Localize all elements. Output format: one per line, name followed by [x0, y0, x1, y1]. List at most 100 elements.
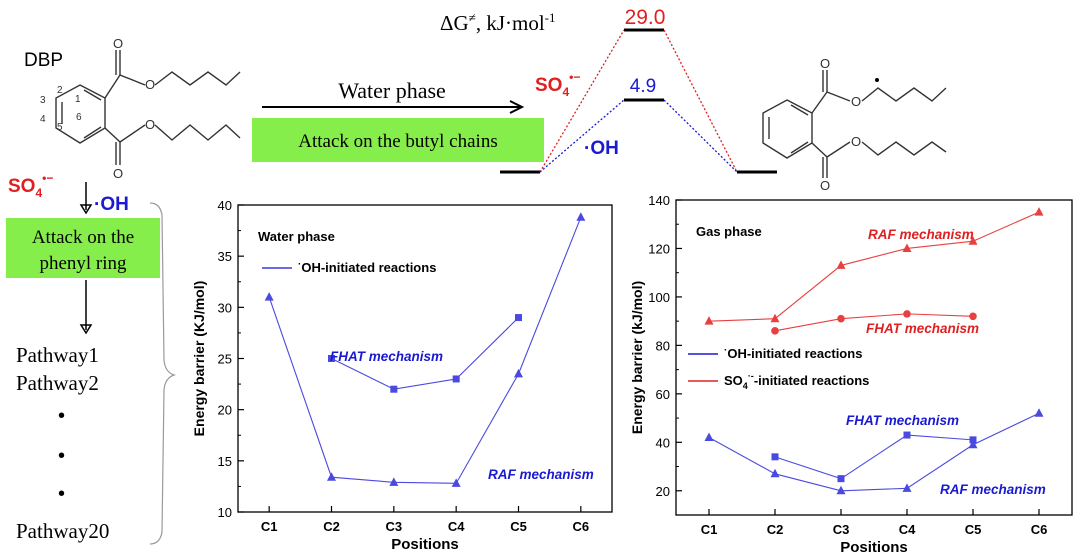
x-tick-label: C3 [386, 519, 403, 534]
mechanism-annotation: FHAT mechanism [866, 321, 979, 336]
data-point-circle [837, 314, 845, 323]
data-point-triangle [576, 212, 586, 221]
y-tick-label: 40 [218, 198, 232, 213]
phenyl-attack-label: phenyl ring [39, 253, 127, 274]
pathway-label: Pathway1 [16, 343, 99, 367]
oxygen-label: O [113, 36, 123, 51]
ellipsis-dot: • [58, 445, 65, 467]
legend-label: ·OH-initiated reactions [298, 259, 436, 275]
ellipsis-dot: • [58, 483, 65, 505]
data-point-triangle [514, 368, 523, 378]
data-point-triangle [836, 485, 846, 495]
data-point-square [452, 375, 460, 383]
x-tick-label: C6 [1031, 522, 1048, 537]
y-tick-label: 15 [218, 454, 232, 469]
x-tick-label: C1 [261, 519, 278, 534]
arrow-head [79, 324, 93, 335]
x-tick-label: C4 [448, 519, 465, 534]
oh-radical-label: ·OH [94, 194, 129, 215]
ellipsis-dot: • [58, 405, 65, 427]
oxygen-label: O [820, 56, 830, 71]
oh-barrier-value: 4.9 [630, 76, 656, 97]
ring-number: 4 [40, 114, 46, 125]
mechanism-annotation: RAF mechanism [940, 482, 1046, 497]
data-point-square [328, 355, 335, 362]
y-tick-label: 40 [656, 435, 670, 450]
arrow-head [509, 100, 525, 114]
series-line [331, 317, 519, 390]
ring-number: 2 [57, 85, 63, 96]
x-tick-label: C4 [899, 522, 916, 537]
so4-radical-label: SO4•− [8, 171, 53, 200]
so4-radical-label: SO4•− [535, 70, 580, 99]
y-tick-label: 30 [218, 300, 232, 315]
oxygen-label: O [820, 178, 830, 193]
data-point-circle [903, 310, 911, 318]
radical-dot [875, 78, 879, 82]
oxygen-label: O [851, 94, 861, 109]
dg-label: ΔG≠, kJ·mol-1 [440, 10, 556, 35]
oh-path [539, 99, 738, 173]
water-phase-label: Water phase [338, 78, 446, 103]
dbp-structure [55, 50, 241, 165]
x-axis-label: Positions [391, 536, 459, 553]
ring-number: 3 [40, 95, 46, 106]
product-structure [762, 70, 947, 178]
ring-number: 6 [76, 112, 82, 123]
chart-title: Water phase [258, 229, 335, 244]
mechanism-annotation: FHAT mechanism [330, 349, 443, 364]
oh-radical-label: ·OH [584, 138, 619, 159]
mechanism-annotation: RAF mechanism [868, 227, 974, 242]
data-point-triangle [451, 478, 461, 487]
legend-label: SO4·--initiated reactions [724, 371, 869, 391]
oxygen-label: O [113, 166, 123, 181]
bracket [149, 202, 176, 545]
data-point-circle [771, 327, 779, 335]
data-point-triangle [770, 313, 780, 323]
x-tick-label: C2 [767, 522, 784, 537]
y-tick-label: 20 [656, 484, 670, 499]
pathway-label: Pathway2 [16, 371, 99, 395]
y-tick-label: 10 [218, 505, 232, 520]
data-point-circle [969, 312, 977, 321]
data-point-square [390, 385, 398, 393]
data-point-triangle [902, 483, 912, 492]
butyl-attack-label: Attack on the butyl chains [298, 131, 497, 152]
x-tick-label: C5 [965, 522, 982, 537]
phenyl-attack-box [6, 218, 160, 278]
arrow-head [79, 204, 93, 215]
plot-frame [675, 199, 1073, 516]
y-axis-label: Energy barrier (KJ/mol) [191, 281, 207, 437]
data-point-triangle [968, 439, 978, 449]
x-tick-label: C3 [833, 522, 850, 537]
so4-barrier-value: 29.0 [625, 6, 666, 29]
y-tick-label: 20 [218, 403, 232, 418]
oxygen-label: O [851, 134, 861, 149]
y-tick-label: 60 [656, 387, 670, 402]
y-tick-label: 120 [648, 241, 670, 256]
oxygen-label: O [145, 77, 155, 92]
data-point-triangle [902, 243, 912, 252]
data-point-triangle [1034, 207, 1044, 216]
data-point-triangle [1034, 408, 1044, 417]
data-point-triangle [704, 316, 714, 325]
pathway-label: Pathway20 [16, 519, 109, 543]
data-point-triangle [389, 477, 399, 486]
oxygen-label: O [145, 117, 155, 132]
x-tick-label: C2 [323, 519, 340, 534]
data-point-triangle [968, 236, 978, 245]
x-tick-label: C5 [510, 519, 527, 534]
ring-number: 1 [75, 94, 81, 105]
data-point-square [837, 475, 845, 483]
y-axis-label: Energy barrier (kJ/mol) [629, 281, 645, 434]
y-tick-label: 35 [218, 249, 232, 264]
molecule-label: DBP [24, 50, 63, 71]
data-point-square [515, 314, 522, 322]
butyl-attack-box [252, 118, 544, 162]
mechanism-annotation: FHAT mechanism [846, 413, 959, 428]
phenyl-attack-label: Attack on the [32, 227, 134, 248]
series-line [708, 211, 1040, 322]
